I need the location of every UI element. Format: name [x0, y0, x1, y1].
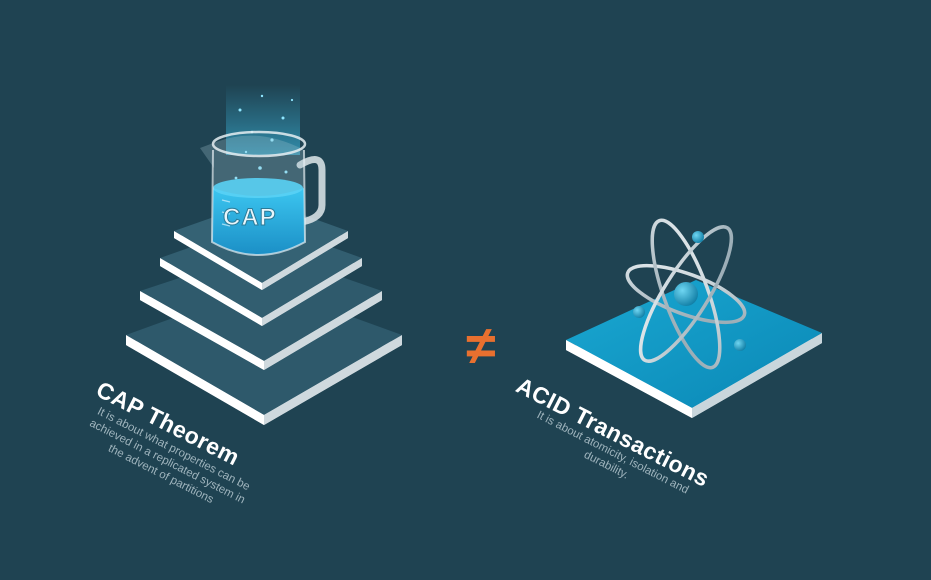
atom-icon: [625, 218, 747, 370]
jar-label: CAP: [223, 204, 277, 232]
not-equal-symbol: ≠: [466, 316, 496, 376]
measuring-jar-icon: [200, 130, 326, 256]
light-beam: [226, 85, 300, 155]
